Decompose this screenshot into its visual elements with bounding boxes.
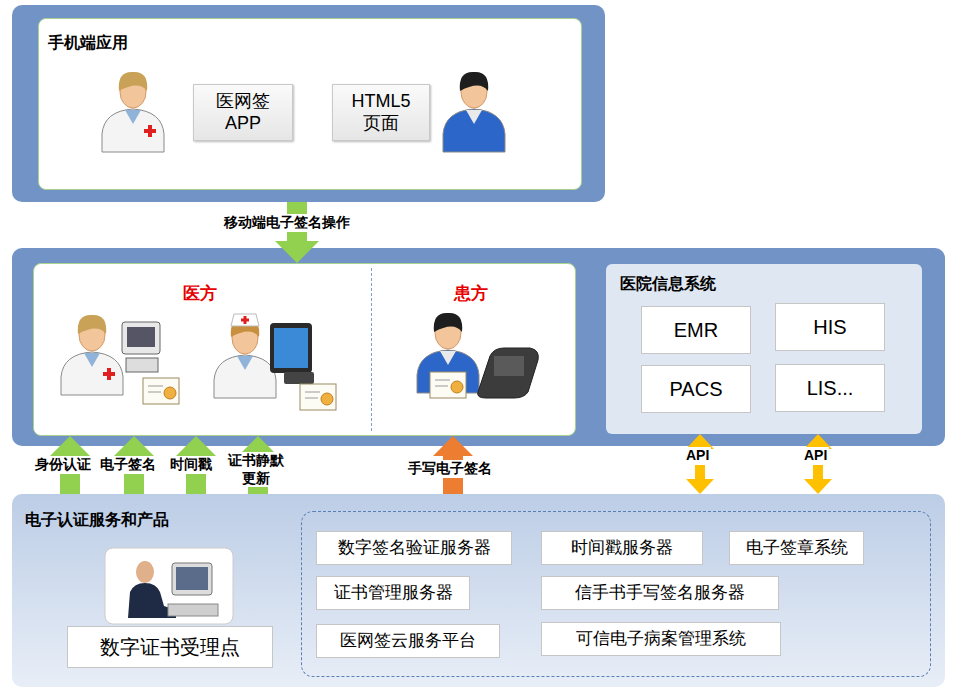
box-label: 电子签章系统 bbox=[746, 538, 848, 558]
server-box: 医网签云服务平台 bbox=[316, 624, 500, 658]
operator-monitor bbox=[172, 563, 212, 595]
system-box: EMR bbox=[641, 306, 751, 354]
mobile-panel: 手机端应用医网签 APP HTML5 页面 bbox=[12, 5, 605, 202]
screen-icon bbox=[127, 327, 155, 347]
signature-pad bbox=[478, 348, 539, 398]
person-figure bbox=[214, 314, 276, 398]
server-box: 证书管理服务器 bbox=[316, 576, 470, 610]
figures bbox=[61, 72, 538, 624]
block-arrow bbox=[287, 202, 307, 241]
person-figure bbox=[417, 313, 479, 393]
server-box: 电子签章系统 bbox=[729, 531, 864, 565]
panel-heading: 医方 bbox=[183, 284, 217, 304]
operator-body bbox=[128, 583, 176, 618]
panel-heading: 手机端应用 bbox=[48, 33, 128, 52]
certificate-icon bbox=[430, 372, 466, 398]
box-label: 时间戳服务器 bbox=[571, 538, 673, 558]
box-label: LIS... bbox=[807, 376, 854, 400]
server-box: 可信电子病案管理系统 bbox=[541, 622, 781, 656]
tablet-screen bbox=[274, 328, 308, 368]
panel-heading: 电子认证服务和产品 bbox=[25, 510, 169, 529]
server-box: 信手书手写签名服务器 bbox=[541, 576, 779, 610]
server-box: 数字签名验证服务器 bbox=[316, 531, 512, 565]
system-box: LIS... bbox=[775, 364, 885, 412]
person-figure bbox=[61, 315, 123, 395]
box-label: 数字证书受理点 bbox=[100, 635, 240, 659]
block-arrow bbox=[186, 456, 206, 494]
operator-screen bbox=[176, 567, 208, 590]
edge-label: 电子签名 bbox=[98, 456, 158, 474]
edge-label: API bbox=[802, 447, 829, 465]
edge-label: 移动端电子签名操作 bbox=[222, 214, 352, 232]
panel-heading: 医院信息系统 bbox=[620, 274, 716, 293]
edge-label: 时间戳 bbox=[168, 456, 214, 474]
box-label: EMR bbox=[674, 318, 718, 342]
box-label: 数字签名验证服务器 bbox=[338, 538, 491, 558]
tablet-icon bbox=[270, 323, 312, 373]
reader-icon bbox=[284, 372, 314, 384]
block-arrow bbox=[60, 456, 80, 494]
page-box: HTML5 页面 bbox=[332, 84, 430, 141]
edge-label: 证书静默 更新 bbox=[224, 452, 288, 487]
box-label: 可信电子病案管理系统 bbox=[576, 629, 746, 649]
box-label: 医网签 APP bbox=[207, 91, 279, 134]
panel-heading: 患方 bbox=[454, 284, 488, 304]
block-arrow bbox=[124, 456, 144, 494]
keyboard-icon bbox=[168, 604, 218, 616]
box-label: PACS bbox=[670, 377, 723, 401]
edge-label: 身份认证 bbox=[33, 456, 93, 474]
certificate-icon bbox=[143, 378, 179, 404]
edge-label: API bbox=[684, 447, 711, 465]
box-label: HIS bbox=[813, 315, 846, 339]
service-box: 数字证书受理点 bbox=[67, 626, 273, 668]
computer-base bbox=[126, 358, 158, 372]
operator-head bbox=[136, 561, 154, 583]
service-panel: 电子认证服务和产品数字证书受理点 数字签名验证服务器 时间戳服务器 电子签章系统证书管… bbox=[12, 494, 945, 687]
divider-line bbox=[371, 268, 372, 431]
server-box: 时间戳服务器 bbox=[541, 531, 703, 565]
box-label: 证书管理服务器 bbox=[334, 583, 453, 603]
person-figure bbox=[443, 72, 505, 152]
block-arrow bbox=[443, 456, 463, 494]
block-arrow bbox=[248, 456, 268, 494]
operator-card bbox=[105, 548, 233, 624]
box-label: 医网签云服务平台 bbox=[340, 631, 476, 651]
certificate-icon bbox=[300, 384, 336, 410]
party-box: 医方 患方 bbox=[33, 263, 576, 436]
person-figure bbox=[102, 72, 164, 152]
app-box: 医网签 APP bbox=[193, 84, 293, 141]
edge-label: 手写电子签名 bbox=[406, 460, 494, 478]
box-label: HTML5 页面 bbox=[345, 91, 417, 134]
hospital-panel: 医院信息系统 EMR HIS PACS LIS... bbox=[606, 264, 922, 434]
box-label: 信手书手写签名服务器 bbox=[575, 583, 745, 603]
system-box: HIS bbox=[775, 303, 885, 351]
block-arrow bbox=[695, 449, 705, 479]
monitor-icon bbox=[122, 322, 160, 354]
system-box: PACS bbox=[641, 365, 751, 413]
pad-screen bbox=[494, 356, 524, 376]
block-arrow bbox=[813, 449, 823, 479]
